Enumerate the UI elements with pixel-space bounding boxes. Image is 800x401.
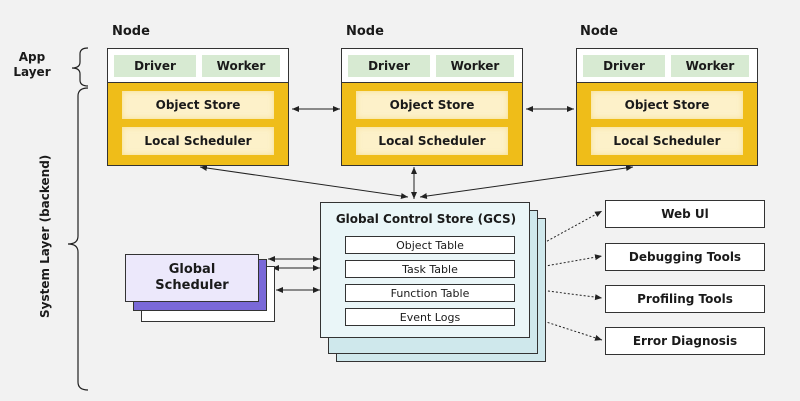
node-1-system-box: Object Store Local Scheduler [107, 82, 289, 166]
app-layer-label: App Layer [13, 50, 51, 79]
gcs-task-table: Task Table [345, 260, 515, 278]
node-3-label: Node [580, 24, 618, 39]
node1-gcs-link [199, 165, 409, 199]
node-2-app-strip: Driver Worker [341, 48, 523, 84]
gcs-debugging-link [539, 254, 603, 268]
node-1-worker: Worker [202, 55, 280, 77]
gcs-function-table: Function Table [345, 284, 515, 302]
node-3-worker: Worker [671, 55, 749, 77]
tool-error-diagnosis: Error Diagnosis [605, 327, 765, 355]
node-3-app-strip: Driver Worker [576, 48, 758, 84]
gcs-title: Global Control Store (GCS) [335, 212, 517, 226]
gcs-event-logs: Event Logs [345, 308, 515, 326]
system-layer-brace [67, 87, 89, 391]
app-layer-brace [71, 47, 89, 87]
node-2-worker: Worker [436, 55, 514, 77]
node-1-driver: Driver [114, 55, 196, 77]
node-2-object-store: Object Store [356, 91, 508, 119]
node-1-label: Node [112, 24, 150, 39]
tool-profiling: Profiling Tools [605, 285, 765, 313]
node-3-system-box: Object Store Local Scheduler [576, 82, 758, 166]
node-3-object-store: Object Store [591, 91, 743, 119]
node-3-local-scheduler: Local Scheduler [591, 127, 743, 155]
node-1-object-store: Object Store [122, 91, 274, 119]
node-2-label: Node [346, 24, 384, 39]
global-scheduler-box: Global Scheduler [125, 254, 259, 302]
node-2-system-box: Object Store Local Scheduler [341, 82, 523, 166]
gcs-object-table: Object Table [345, 236, 515, 254]
tool-debugging: Debugging Tools [605, 243, 765, 271]
node-3-driver: Driver [583, 55, 665, 77]
node3-gcs-link [419, 165, 634, 199]
gcs-errors-link [539, 319, 603, 341]
node-1-app-strip: Driver Worker [107, 48, 289, 84]
node-2-local-scheduler: Local Scheduler [356, 127, 508, 155]
gcs-webui-link [539, 210, 603, 246]
tool-web-ui: Web Ul [605, 200, 765, 228]
gcs-profiling-link [539, 289, 603, 301]
system-layer-label: System Layer (backend) [38, 154, 52, 318]
node-2-driver: Driver [348, 55, 430, 77]
node-1-local-scheduler: Local Scheduler [122, 127, 274, 155]
gcs-box: Global Control Store (GCS) Object Table … [320, 202, 530, 338]
